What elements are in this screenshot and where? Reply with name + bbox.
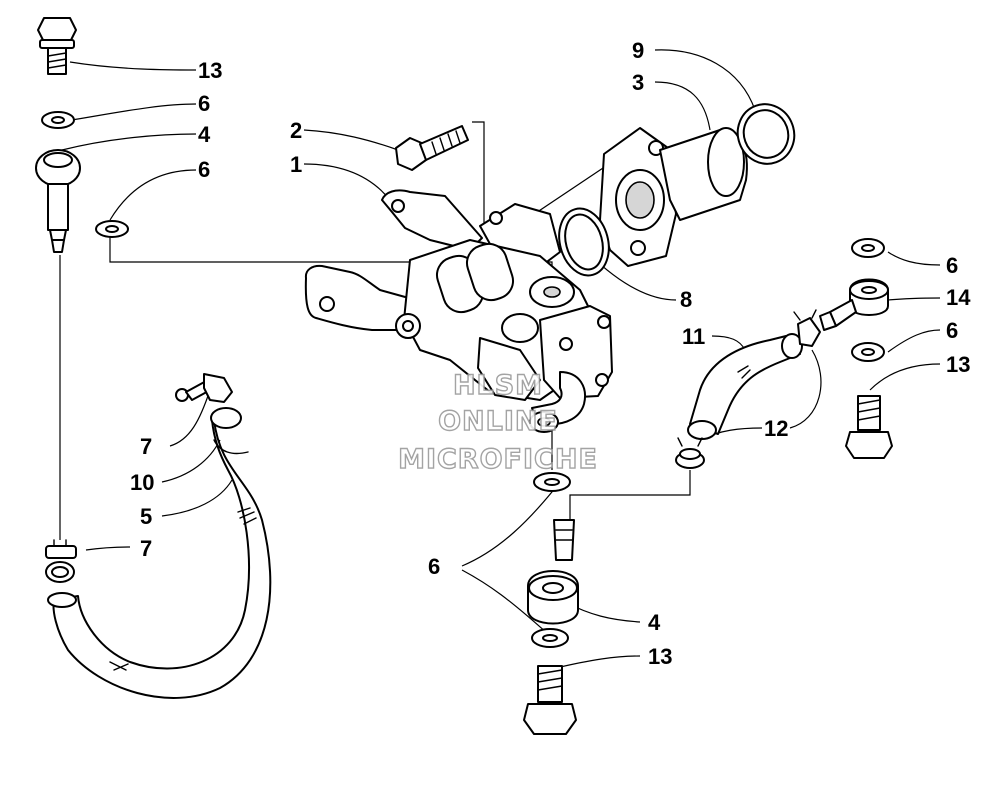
watermark-line-1: HLSM xyxy=(453,370,543,401)
callout-6-center: 6 xyxy=(428,554,440,579)
callout-numbers: 13 6 4 6 2 1 9 3 8 11 12 6 14 6 13 7 10 … xyxy=(130,38,971,669)
watermark: HLSM ONLINE MICROFICHE xyxy=(397,369,598,475)
bolt-right-13 xyxy=(845,395,893,459)
callout-5: 5 xyxy=(140,504,152,529)
callout-6-top-left: 6 xyxy=(198,91,210,116)
banjo-bolt-top-left xyxy=(37,17,77,75)
callout-13-right: 13 xyxy=(946,352,970,377)
callout-6-right-upper: 6 xyxy=(946,253,958,278)
clamp-12-lower xyxy=(675,437,705,469)
callout-13-top-left: 13 xyxy=(198,58,222,83)
callout-8: 8 xyxy=(680,287,692,312)
washer-center-upper xyxy=(533,472,571,492)
banjo-fitting-14 xyxy=(819,278,889,331)
callout-7-upper: 7 xyxy=(140,434,152,459)
callout-12: 12 xyxy=(764,416,788,441)
watermark-line-3: MICROFICHE xyxy=(398,444,598,475)
washer-top-left xyxy=(41,111,75,129)
callout-4-left: 4 xyxy=(198,122,211,147)
leader-lines xyxy=(59,49,941,669)
callout-9: 9 xyxy=(632,38,644,63)
o-ring-8 xyxy=(558,207,610,277)
callout-10: 10 xyxy=(130,470,154,495)
bolt-center-13 xyxy=(523,665,577,735)
callout-11: 11 xyxy=(682,324,705,349)
callout-1: 1 xyxy=(290,152,302,177)
washer-right-lower xyxy=(851,342,885,362)
oil-pump-assembly xyxy=(304,189,613,433)
watermark-line-2: ONLINE xyxy=(438,406,558,437)
hose-11 xyxy=(687,333,803,440)
banjo-fitting-center xyxy=(527,519,579,625)
banjo-fitting-left xyxy=(35,149,81,253)
oil-hose xyxy=(47,407,272,699)
callout-7-lower: 7 xyxy=(140,536,152,561)
clamp-lower xyxy=(45,539,77,583)
callout-3: 3 xyxy=(632,70,644,95)
washer-right-upper xyxy=(851,238,885,258)
callout-6-right-lower: 6 xyxy=(946,318,958,343)
clamp-12-upper xyxy=(793,309,821,347)
callout-13-center: 13 xyxy=(648,644,672,669)
callout-4-center: 4 xyxy=(648,610,661,635)
callout-2: 2 xyxy=(290,118,302,143)
clamp-upper xyxy=(175,373,233,403)
bolt-2 xyxy=(395,125,469,171)
pump-housing-3 xyxy=(599,127,748,267)
o-ring-9 xyxy=(736,103,796,165)
callout-14: 14 xyxy=(946,285,971,310)
callout-6-mid-left: 6 xyxy=(198,157,210,182)
washer-center-lower xyxy=(531,628,569,648)
washer-mid-left xyxy=(95,220,129,238)
